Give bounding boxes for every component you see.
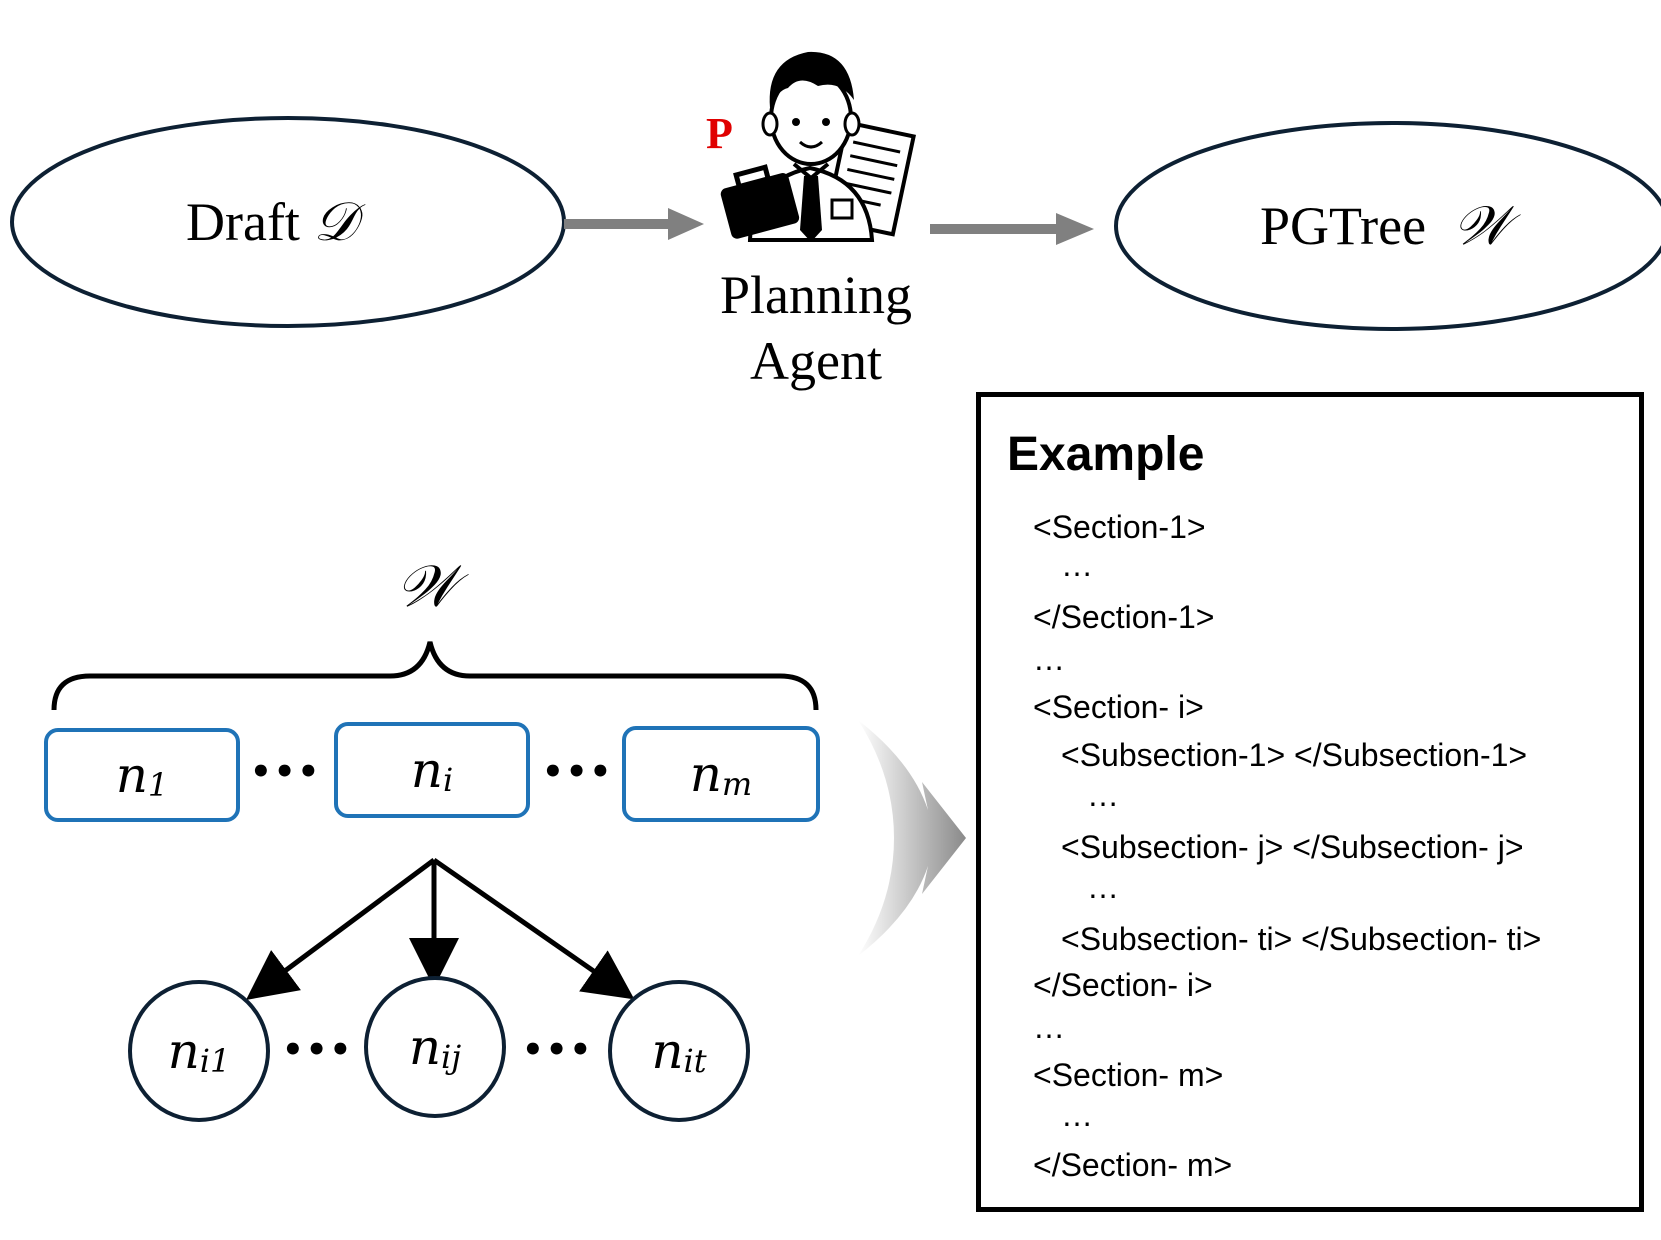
- draft-label: Draft 𝒟: [186, 190, 357, 253]
- agent-label-line2: Agent: [750, 331, 882, 391]
- example-line: </Section- i>: [1033, 967, 1213, 1003]
- planning-agent-icon: [720, 51, 916, 242]
- example-line: …: [1033, 641, 1065, 677]
- example-line: <Subsection-1> </Subsection-1>: [1061, 737, 1528, 773]
- tree-arrows: [245, 857, 635, 1000]
- example-line: <Section-1>: [1033, 509, 1206, 545]
- example-line: <Section- m>: [1033, 1057, 1224, 1093]
- ellipsis-1: •••: [250, 752, 322, 792]
- top-flow-shapes: [10, 116, 1661, 331]
- example-line: <Section- i>: [1033, 689, 1204, 725]
- tree-brace: [51, 641, 819, 711]
- arrow-agent-to-pgtree: [930, 213, 1094, 245]
- tree-root-symbol: 𝒲: [396, 552, 457, 620]
- agent-label-line1: Planning: [719, 265, 912, 325]
- transform-arrow: [858, 720, 966, 956]
- pgtree-symbol: 𝒲: [1453, 194, 1510, 257]
- pgtree-label: PGTree 𝒲: [1260, 194, 1510, 257]
- example-line: …: [1033, 1009, 1065, 1045]
- ellipsis-4: •••: [522, 1030, 594, 1070]
- example-line: </Section-1>: [1033, 599, 1215, 635]
- pgtree-ellipse: [1114, 121, 1661, 331]
- agent-badge: P: [706, 109, 733, 158]
- example-line: <Subsection- j> </Subsection- j>: [1061, 829, 1524, 865]
- draft-symbol: 𝒟: [313, 190, 357, 253]
- example-line: …: [1087, 869, 1119, 905]
- example-line: </Section- m>: [1033, 1147, 1233, 1183]
- example-panel: Example <Section-1> … </Section-1> … <Se…: [976, 392, 1644, 1212]
- ellipsis-3: •••: [282, 1030, 354, 1070]
- ellipsis-2: •••: [542, 752, 614, 792]
- arrow-draft-to-agent: [564, 208, 704, 240]
- example-line: …: [1087, 777, 1119, 813]
- example-title: Example: [1007, 428, 1205, 481]
- example-line: …: [1061, 547, 1093, 583]
- example-line: <Subsection- ti> </Subsection- ti>: [1061, 921, 1542, 957]
- agent-label: Planning Agent: [696, 262, 936, 394]
- example-line: …: [1061, 1097, 1093, 1133]
